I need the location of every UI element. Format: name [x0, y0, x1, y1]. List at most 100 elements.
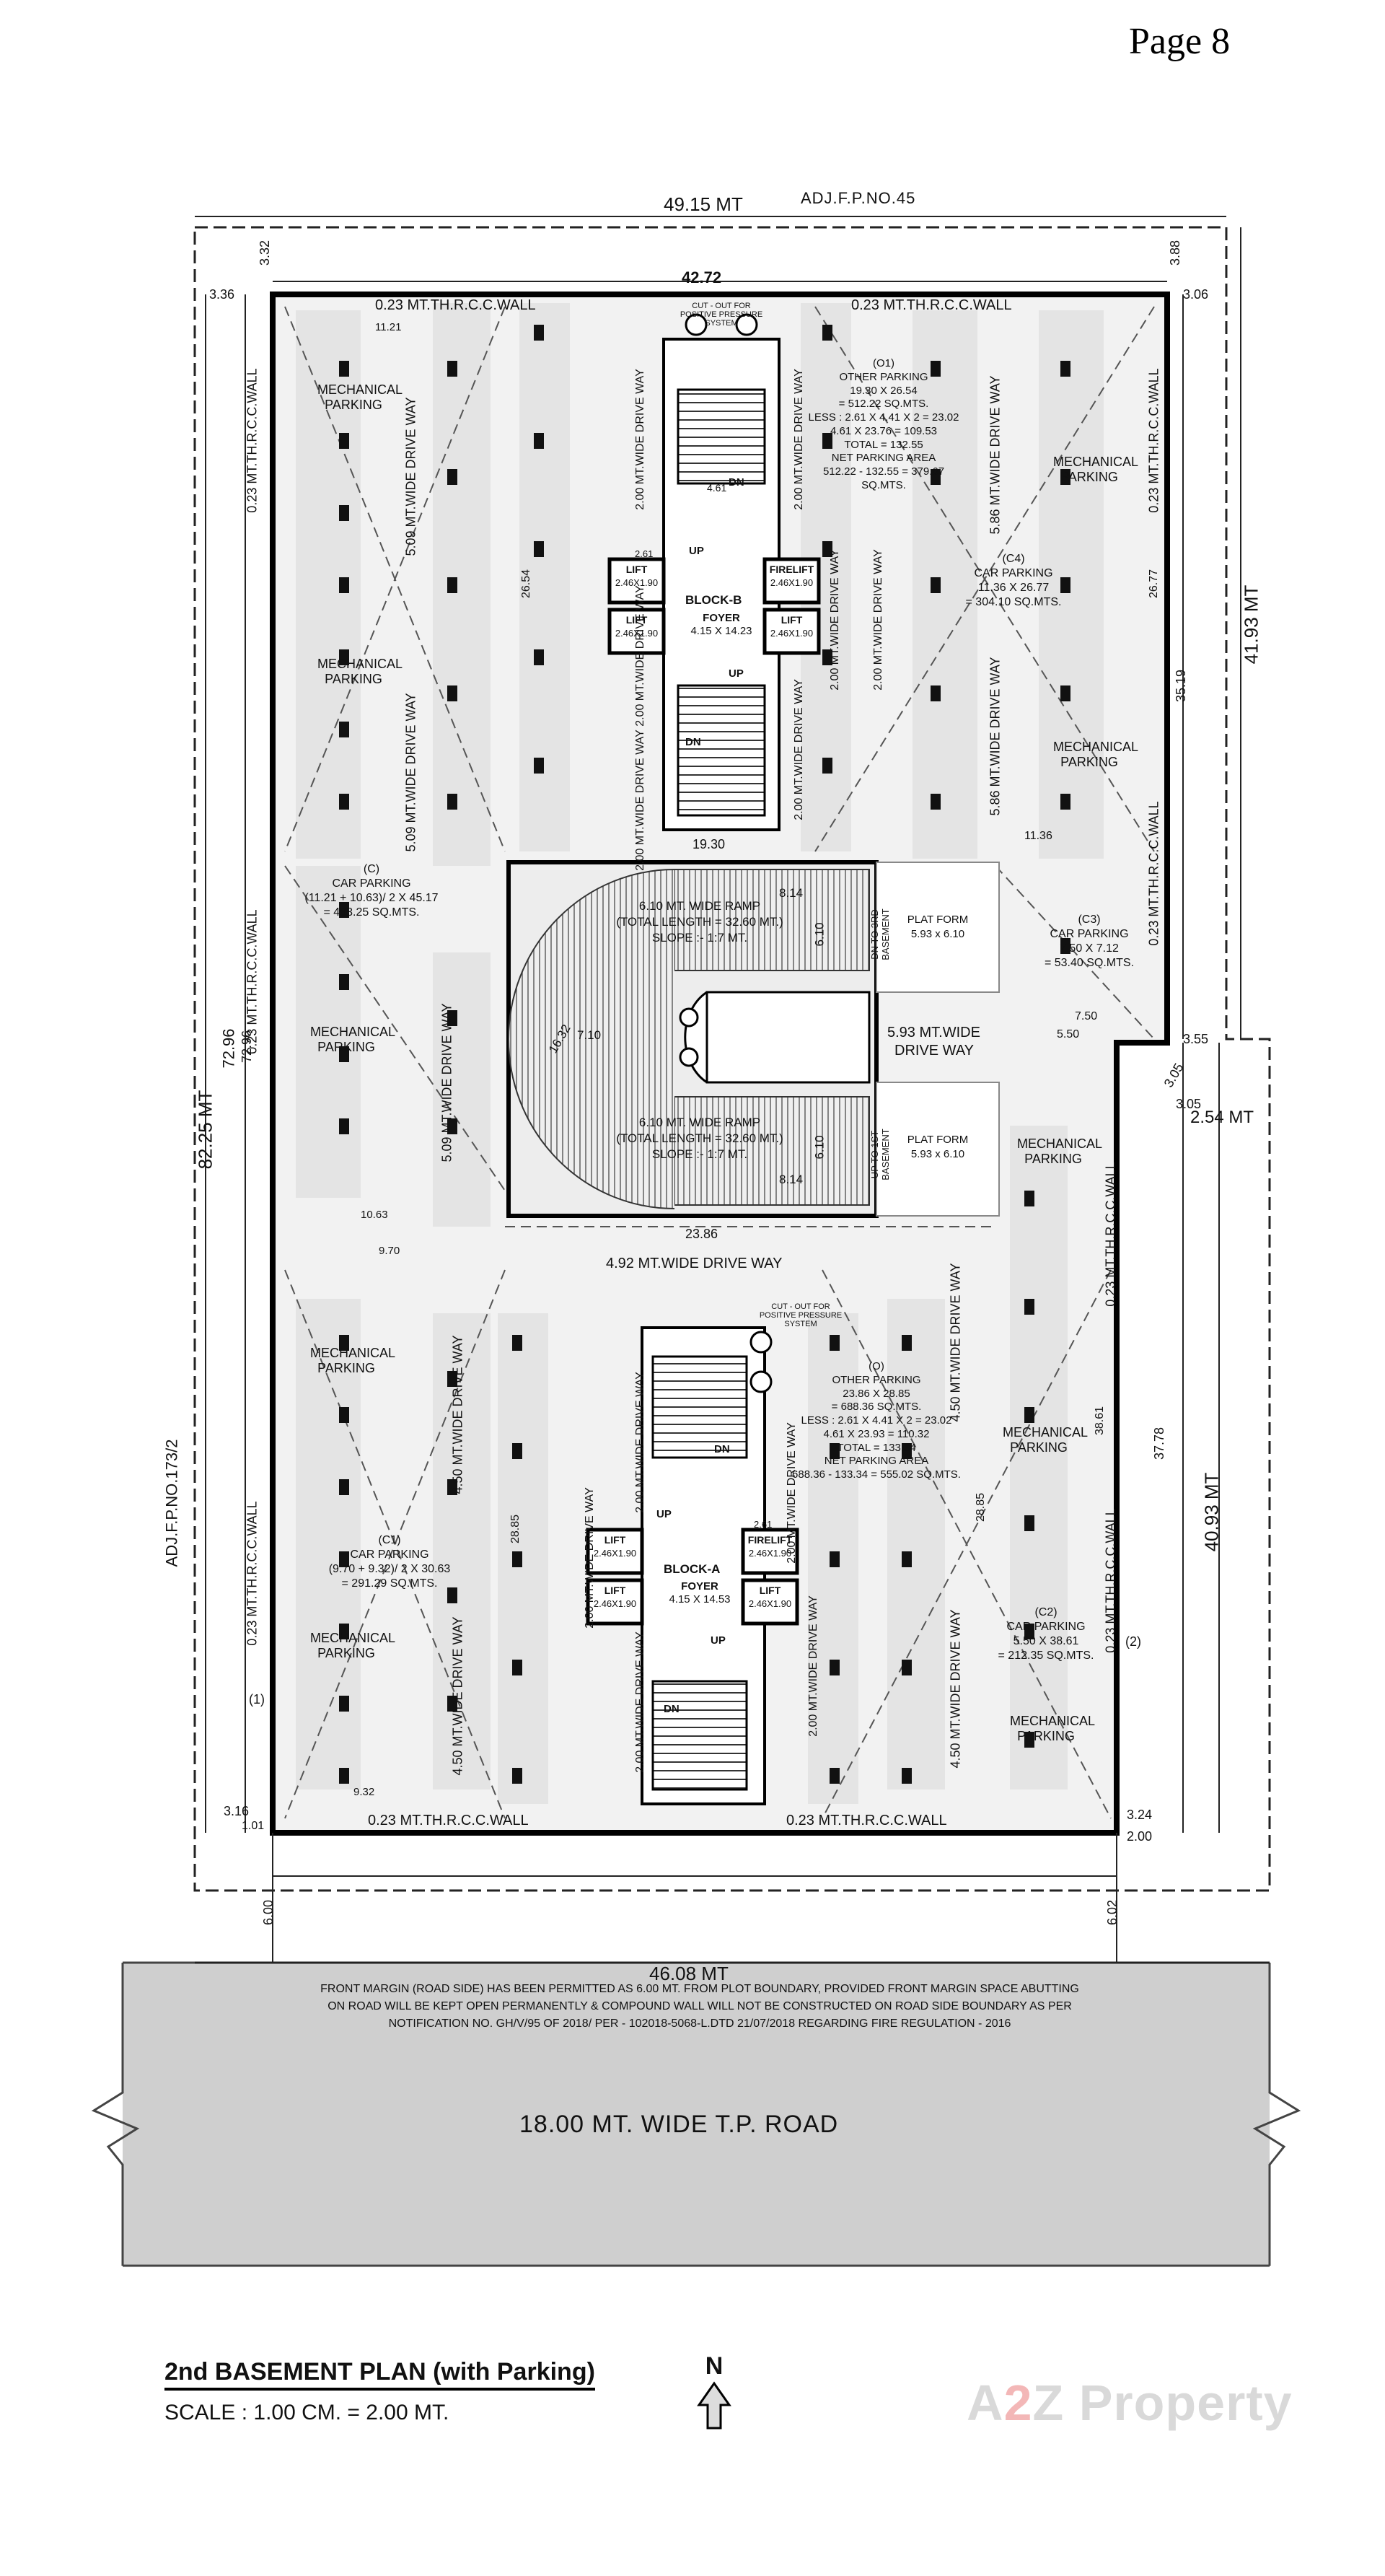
- park-label: PARKING: [1060, 755, 1118, 769]
- ramp2-line1: 6.10 MT. WIDE RAMP: [638, 1116, 761, 1129]
- ramp2-line3: SLOPE :- 1:7 MT.: [651, 1147, 748, 1162]
- mech-label: MECHANICAL: [1017, 1136, 1103, 1151]
- dn-b2: DN: [685, 736, 701, 748]
- c-line2: (11.21 + 10.63)/ 2 X 45.17: [304, 892, 439, 904]
- lift-text: LIFT: [759, 1585, 781, 1596]
- drive-diagonals: [284, 306, 1155, 1819]
- top-width-dimension: 49.15 MT: [664, 193, 743, 215]
- height-3861: 38.61: [1094, 1406, 1107, 1436]
- front-margin-right: 6.02: [1105, 1899, 1120, 1926]
- front-margin-left: 6.00: [261, 1899, 276, 1926]
- north-arrow: N: [692, 2352, 736, 2435]
- driveway-200-a: 2.00 MT.WIDE DRIVE WAY: [633, 369, 646, 510]
- platform-upper: [876, 862, 1000, 993]
- dim-mr-c: 3.05: [1176, 1097, 1202, 1111]
- ramp-1-label: 6.10 MT. WIDE RAMP (TOTAL LENGTH = 32.60…: [606, 898, 793, 946]
- parking-bands: [296, 303, 1104, 1804]
- cutout-line3: SYSTEM: [784, 1320, 817, 1329]
- wall-right-lower: 0.23 MT.TH.R.C.C.WALL: [1103, 1508, 1118, 1653]
- ramp-width-710: 7.10: [577, 1028, 602, 1042]
- pf-text: PLAT FORM: [907, 1134, 969, 1146]
- park-label: PARKING: [1017, 1729, 1075, 1743]
- o1-line8: 512.22 - 132.55 = 379.67 SQ.MTS.: [822, 465, 945, 491]
- driveway-200-g: 2.00 MT.WIDE DRIVE WAY: [792, 679, 805, 820]
- ramp-width-610-b: 6.10: [812, 1135, 827, 1160]
- firelift-text: FIRELIFT: [769, 564, 814, 575]
- park-label: PARKING: [325, 398, 382, 412]
- wall-left-lower: 0.23 MT.TH.R.C.C.WALL: [245, 1501, 260, 1646]
- c3-line3: = 53.40 SQ.MTS.: [1044, 957, 1135, 969]
- firelift-text: FIRELIFT: [747, 1534, 793, 1546]
- block-b-stair-lower: [677, 684, 766, 817]
- pf-size-text: 5.93 x 6.10: [910, 1147, 965, 1160]
- block-a-lift-1: [586, 1528, 644, 1575]
- drawing-title-block: 2nd BASEMENT PLAN (with Parking) SCALE :…: [164, 2358, 595, 2425]
- o1-line2: 19.30 X 26.54: [850, 384, 918, 397]
- cutout-line1: CUT - OUT FOR: [771, 1302, 830, 1311]
- up-b2: UP: [729, 667, 744, 680]
- driveway-509-mid: 5.09 MT.WIDE DRIVE WAY: [403, 693, 418, 852]
- c2-tag: (C2): [1034, 1606, 1058, 1618]
- left-inner-dimension: 72.96: [219, 1028, 238, 1069]
- c-line3: = 493.25 SQ.MTS.: [323, 906, 420, 919]
- o1-line3: = 512.22 SQ.MTS.: [838, 398, 929, 411]
- park-label: PARKING: [1010, 1440, 1068, 1455]
- dimension-lines: [195, 216, 1241, 1963]
- block-b-label: BLOCK-B: [685, 593, 742, 607]
- c-tag: (C): [363, 863, 380, 875]
- road-break-left: [91, 1963, 140, 2266]
- o-line5: 4.61 X 23.93 = 110.32: [823, 1427, 930, 1440]
- right-lower-inner: 37.78: [1152, 1427, 1167, 1460]
- foyer-text: FOYER: [703, 612, 740, 624]
- lift-text: LIFT: [604, 1534, 626, 1546]
- drawing-title: 2nd BASEMENT PLAN (with Parking): [164, 2358, 595, 2391]
- width-550: 5.50: [1057, 1028, 1080, 1041]
- lift-size-text: 2.46X1.90: [593, 1598, 637, 1610]
- dim-tl-b: 3.36: [209, 287, 235, 302]
- driveway-450-d: 4.50 MT.WIDE DRIVE WAY: [948, 1609, 963, 1769]
- car-parking-c: (C) CAR PARKING (11.21 + 10.63)/ 2 X 45.…: [289, 862, 454, 920]
- driveway-509-upper: 5.09 MT.WIDE DRIVE WAY: [403, 397, 418, 556]
- fan-icon-a: [749, 1331, 773, 1354]
- car-parking-c1: (C1) CAR PARKING (9.70 + 9.32)/ 2 X 30.6…: [310, 1533, 469, 1591]
- park-label: PARKING: [317, 1361, 375, 1375]
- o-line8: 688.36 - 133.34 = 555.02 SQ.MTS.: [792, 1468, 961, 1481]
- foyer-size-text: 4.15 X 14.23: [690, 625, 752, 637]
- lift-a2-label: LIFT 2.46X1.90: [588, 1584, 642, 1611]
- mech-label: MECHANICAL: [1053, 455, 1139, 469]
- wall-top-right: 0.23 MT.TH.R.C.C.WALL: [851, 297, 1012, 313]
- lift-text: LIFT: [604, 1585, 626, 1596]
- road-break-right: [1252, 1963, 1301, 2266]
- block-b-firelift: [762, 557, 821, 605]
- dim-bl-a: 3.16: [224, 1804, 250, 1818]
- height-2654: 26.54: [520, 569, 533, 599]
- o-line1: OTHER PARKING: [832, 1373, 921, 1386]
- wall-right-upper: 0.23 MT.TH.R.C.C.WALL: [1146, 368, 1161, 513]
- watermark-part3: Z Property: [1032, 2375, 1293, 2431]
- watermark-logo: A2Z Property: [967, 2374, 1293, 2432]
- ramp1-line1: 6.10 MT. WIDE RAMP: [638, 899, 761, 913]
- c3-tag: (C3): [1078, 914, 1101, 926]
- o1-line7: NET PARKING AREA: [831, 452, 936, 465]
- cutout-line2: POSITIVE PRESSURE: [680, 310, 763, 320]
- lift-size-text: 2.46X1.90: [770, 628, 814, 639]
- o-line3: = 688.36 SQ.MTS.: [831, 1401, 922, 1414]
- right-step-dimension: 2.54 MT: [1190, 1108, 1254, 1127]
- lift-size-text: 2.46X1.90: [748, 1548, 792, 1559]
- mech-label: MECHANICAL: [310, 1631, 396, 1645]
- block-a-firelift: [741, 1528, 799, 1575]
- right-upper-dimension: 41.93 MT: [1240, 584, 1262, 665]
- driveway-586-upper: 5.86 MT.WIDE DRIVE WAY: [988, 375, 1003, 535]
- north-letter: N: [705, 2352, 724, 2380]
